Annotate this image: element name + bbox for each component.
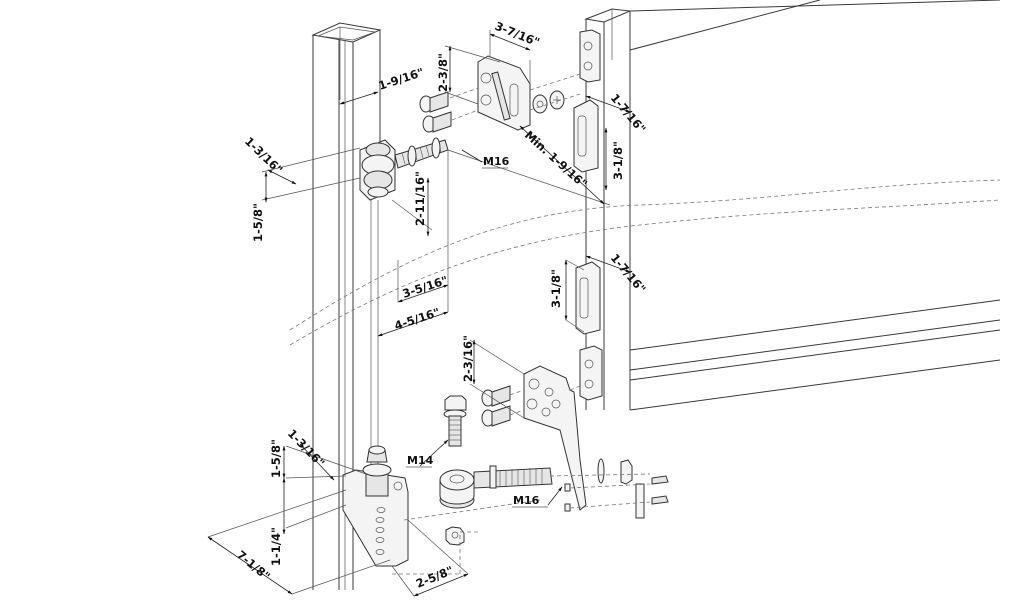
label-lower-bracket-depth: 2-5/8" bbox=[414, 563, 455, 591]
label-upper-hinge-height: 1-5/8" bbox=[251, 203, 265, 242]
callout-lower-bolt: M14 bbox=[407, 454, 434, 467]
label-upper-hinge-offset: 1-3/16" bbox=[242, 134, 286, 177]
label-upper-post-offset: 1-9/16" bbox=[377, 65, 426, 93]
nut bbox=[445, 526, 465, 546]
label-lower-total-depth: 7-1/8" bbox=[234, 548, 273, 584]
label-inner-span: 3-5/16" bbox=[401, 273, 450, 301]
label-lower-bracket-height: 2-3/16" bbox=[461, 335, 475, 382]
callout-labels: M16 M14 M16 bbox=[406, 155, 548, 508]
break-lines bbox=[289, 179, 1001, 346]
label-eye-bolt-length: 2-11/16" bbox=[413, 171, 427, 226]
upper-dimension-lines bbox=[264, 33, 631, 337]
callout-upper-thread: M16 bbox=[483, 155, 510, 168]
label-lower-plate-height: 3-1/8" bbox=[549, 269, 563, 308]
label-upper-bracket-height: 2-3/8" bbox=[436, 53, 450, 92]
lower-hardware bbox=[549, 458, 669, 519]
upper-screws bbox=[419, 91, 452, 133]
left-gate-post bbox=[311, 22, 382, 590]
bolt-M14 bbox=[443, 395, 467, 447]
lower-screws bbox=[481, 385, 511, 427]
eye-bolt-M16 bbox=[439, 465, 553, 509]
upper-extension-lines bbox=[261, 30, 611, 231]
label-lower-hinge-height: 1-5/8" bbox=[269, 439, 283, 478]
label-lower-frame-offset: 1-7/16" bbox=[608, 251, 649, 296]
label-lower-base-height: 1-1/4" bbox=[269, 527, 283, 566]
label-upper-plate-height: 3-1/8" bbox=[611, 141, 625, 180]
callout-lower-thread: M16 bbox=[513, 494, 540, 507]
lower-dimension-lines bbox=[207, 149, 631, 597]
upper-gate-bracket bbox=[477, 55, 531, 131]
label-upper-frame-offset: 1-7/16" bbox=[608, 91, 649, 136]
upper-hinge-eye-bolt bbox=[359, 137, 449, 201]
label-outer-span: 4-5/16" bbox=[393, 305, 442, 333]
lower-gate-bracket bbox=[523, 365, 587, 511]
upper-washers bbox=[532, 90, 565, 114]
lower-hinge-bracket bbox=[342, 445, 409, 567]
